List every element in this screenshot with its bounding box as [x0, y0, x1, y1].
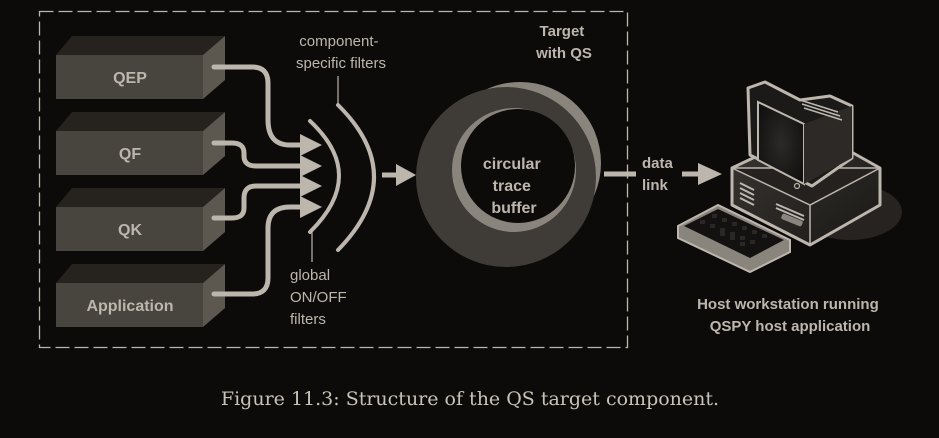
global-filter-arc [308, 119, 341, 234]
source-box-qf: QF [56, 112, 225, 175]
source-label: QK [118, 222, 142, 239]
data-link-label: data link [642, 155, 677, 194]
arrowhead [300, 155, 322, 177]
source-box-qk: QK [56, 188, 225, 251]
connector-qep [211, 64, 306, 148]
source-label: QEP [113, 70, 147, 87]
target-boundary [38, 10, 629, 349]
component-filter-arc [336, 103, 376, 252]
keyboard-icon [677, 203, 791, 274]
host-label: Host workstation running QSPY host appli… [697, 296, 883, 335]
host-workstation [677, 80, 902, 274]
buffer-label: circular trace buffer [483, 156, 545, 217]
filter-to-buffer-arrowhead [396, 164, 416, 186]
global-filter-label: global ON/OFF filters [290, 267, 351, 328]
data-link-arrowhead [698, 163, 722, 185]
connector-qf [211, 140, 306, 169]
arrowhead [300, 175, 322, 197]
source-box-application: Application [56, 264, 225, 327]
arrowhead [300, 134, 322, 156]
figure-caption: Figure 11.3: Structure of the QS target … [221, 388, 719, 410]
circular-trace-buffer: circular trace buffer [416, 82, 601, 267]
source-box-qep: QEP [56, 36, 225, 99]
connector-qk [211, 183, 306, 221]
arrowhead [300, 196, 322, 218]
source-label: Application [86, 298, 173, 315]
connector-application [211, 204, 306, 297]
target-label: Target with QS [535, 23, 592, 62]
source-label: QF [119, 146, 141, 163]
component-filter-label: component- specific filters [296, 33, 386, 72]
